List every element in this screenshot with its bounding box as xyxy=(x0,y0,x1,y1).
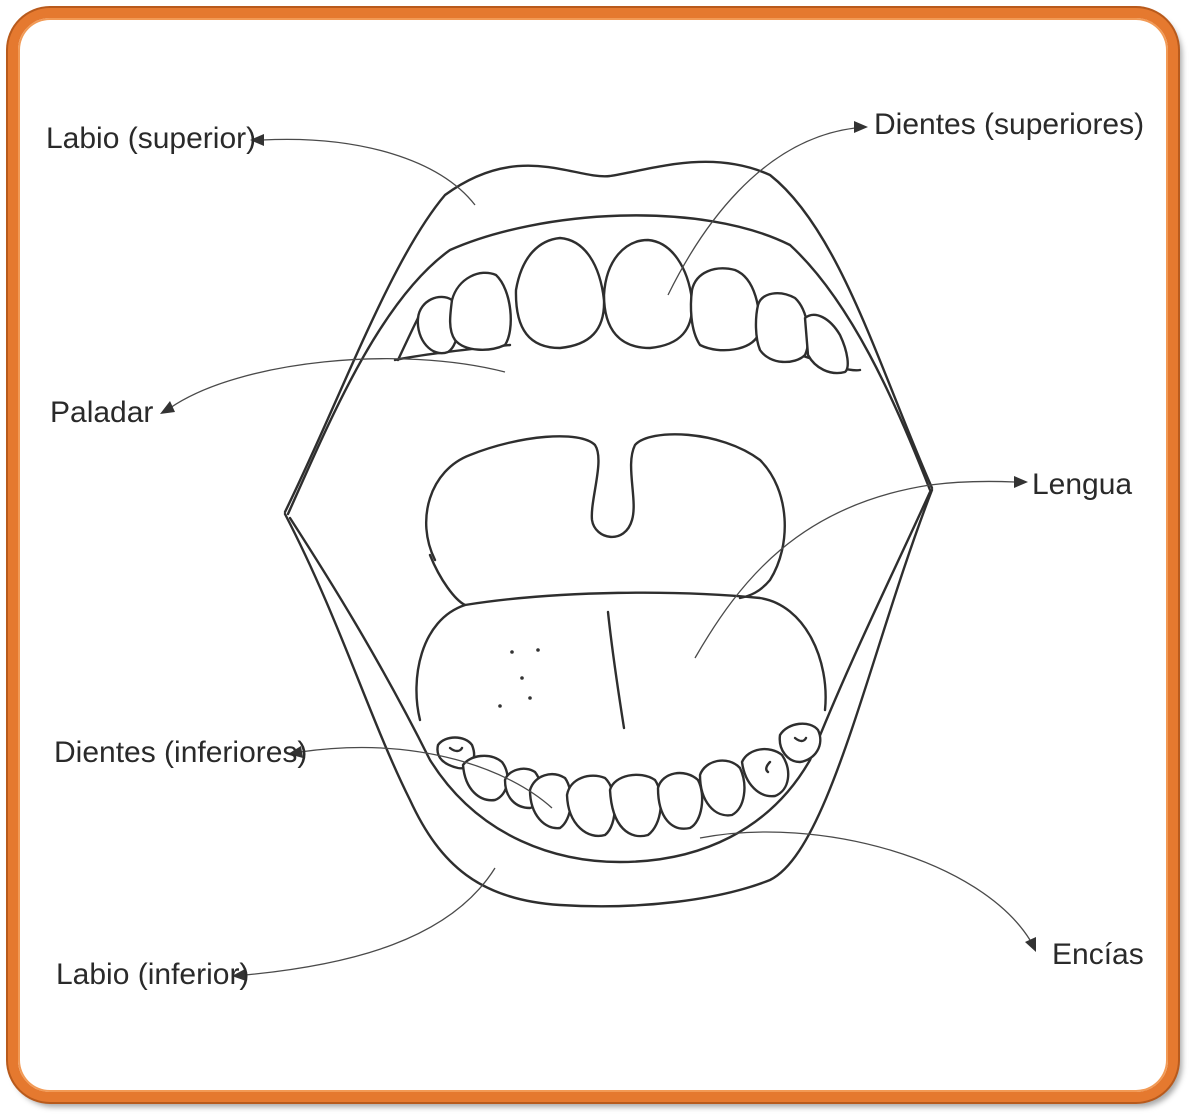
upper-tooth xyxy=(604,240,692,348)
label-encias: Encías xyxy=(1052,938,1144,971)
lower-tooth xyxy=(530,774,571,828)
lower-tooth xyxy=(780,724,821,762)
upper-teeth xyxy=(398,238,848,373)
upper-tooth xyxy=(450,273,511,350)
upper-tooth xyxy=(516,238,604,348)
arrow-icon xyxy=(160,401,175,414)
throat-lobes xyxy=(426,434,785,598)
arrow-icon xyxy=(1014,476,1028,488)
upper-tooth xyxy=(756,293,808,362)
arrow-icon xyxy=(854,121,868,133)
upper-tooth xyxy=(691,268,759,350)
label-labio-superior: Labio (superior) xyxy=(46,122,256,155)
tongue xyxy=(416,555,825,728)
lower-tooth xyxy=(463,756,508,800)
label-paladar: Paladar xyxy=(50,396,153,429)
lower-tooth xyxy=(700,761,744,816)
label-labio-inferior: Labio (inferior) xyxy=(56,958,249,991)
label-lengua: Lengua xyxy=(1032,468,1132,501)
lower-tooth xyxy=(610,775,661,836)
leader-lines xyxy=(160,121,1036,981)
lower-tooth xyxy=(567,776,615,836)
lower-teeth xyxy=(437,724,820,836)
arrow-icon xyxy=(1025,937,1036,952)
lower-tooth xyxy=(742,749,788,796)
upper-tooth xyxy=(805,315,848,373)
lower-tooth xyxy=(658,773,702,829)
label-dientes-superiores: Dientes (superiores) xyxy=(874,108,1144,141)
label-dientes-inferiores: Dientes (inferiores) xyxy=(54,736,307,769)
